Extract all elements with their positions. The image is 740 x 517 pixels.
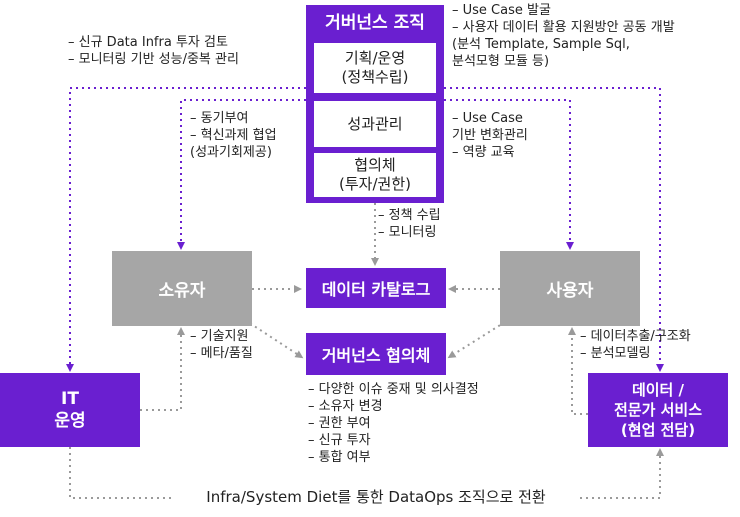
- note-top-left: – 신규 Data Infra 투자 검토 – 모니터링 기반 성능/중복 관리: [68, 35, 239, 67]
- gov-to-it-line: [66, 87, 306, 372]
- gov-to-user-line: [444, 99, 574, 250]
- owner-to-council-line: [244, 319, 304, 359]
- owner-box: 소유자: [112, 251, 252, 326]
- governance-title: 거버넌스 조직: [325, 13, 425, 33]
- note-gov-left: – 동기부여 – 혁신과제 협업 (성과기회제공): [190, 111, 277, 160]
- note-gov-right: – Use Case 기반 변화관리 – 역량 교육: [452, 111, 528, 160]
- it-operations-box: IT 운영: [0, 373, 140, 447]
- note-council-below: – 다양한 이슈 중재 및 의사결정 – 소유자 변경 – 권한 부여 – 신규…: [308, 382, 479, 465]
- note-gov-below: – 정책 수립 – 모니터링: [378, 208, 441, 240]
- note-top-right: – Use Case 발굴 – 사용자 데이터 활용 지원방안 공동 개발 (분…: [452, 3, 675, 69]
- data-catalog-box: 데이터 카탈로그: [306, 268, 446, 308]
- footer-loop-line: [69, 447, 172, 499]
- data-expert-service-box: 데이터 / 전문가 서비스 (현업 전담): [588, 373, 728, 447]
- note-user-below: – 데이터추출/구조화 – 분석모델링: [580, 329, 691, 361]
- gov-to-expert-line: [444, 87, 664, 372]
- note-owner-below: – 기술지원 – 메타/품질: [190, 329, 253, 361]
- governance-council-box: 협의체 (투자/권한): [314, 153, 436, 197]
- footer-transition-text: Infra/System Diet를 통한 DataOps 조직으로 전환: [206, 488, 546, 506]
- governance-planning-box: 기획/운영 (정책수립): [314, 43, 436, 93]
- user-box: 사용자: [500, 251, 640, 326]
- governance-performance-box: 성과관리: [314, 101, 436, 147]
- governance-org-box: 거버넌스 조직 기획/운영 (정책수립) 성과관리 협의체 (투자/권한): [306, 5, 444, 203]
- footer-loop-line-right: [580, 448, 664, 499]
- governance-council-main-box: 거버넌스 협의체: [306, 333, 446, 375]
- it-to-owner-line: [140, 327, 185, 411]
- user-to-council-line: [447, 321, 506, 359]
- gov-to-owner-line: [177, 99, 306, 250]
